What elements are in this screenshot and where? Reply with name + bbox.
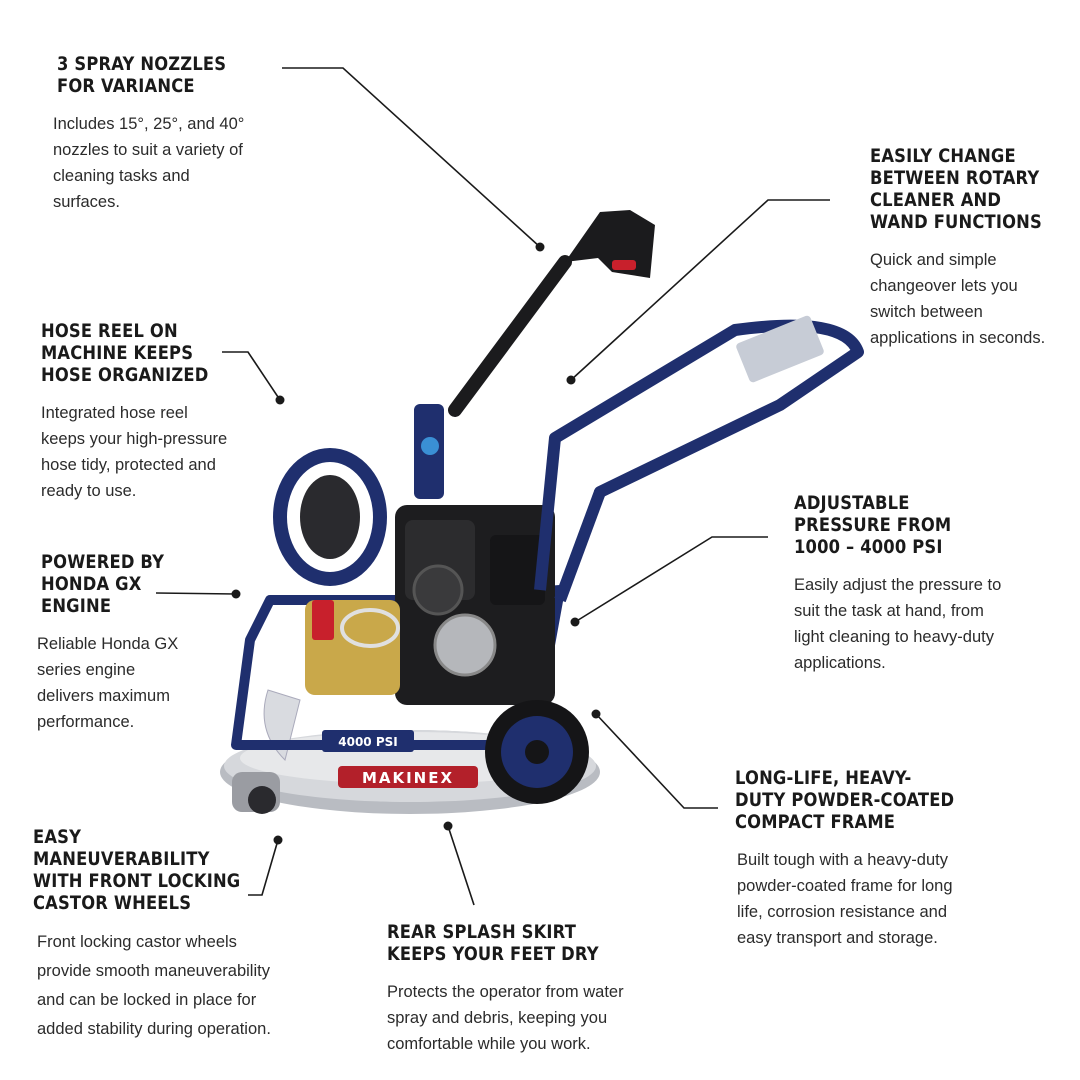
leader-dot-spray-nozzles <box>535 242 545 252</box>
leader-rotary-wand <box>570 199 830 381</box>
leader-castor-wheels <box>248 839 279 896</box>
leader-dot-honda-engine <box>231 589 241 599</box>
psi-plate <box>322 730 414 752</box>
leader-dot-adjustable-pressure <box>570 617 580 627</box>
handle-label <box>736 315 824 383</box>
callout-spray-nozzles: 3 SPRAY NOZZLES FOR VARIANCE Includes 15… <box>53 53 254 215</box>
rotary-wand-body: Quick and simple changeover lets you swi… <box>870 251 1046 347</box>
leader-honda-engine <box>155 592 237 595</box>
leader-dot-castor-wheels <box>273 835 283 845</box>
splash-skirt-body: Protects the operator from water spray a… <box>387 983 624 1053</box>
callout-rotary-wand: EASILY CHANGE BETWEEN ROTARY CLEANER AND… <box>870 145 1070 351</box>
leader-frame <box>595 713 718 809</box>
hose-reel-body: Integrated hose reel keeps your high-pre… <box>41 404 228 500</box>
honda-engine-body: Reliable Honda GX series engine delivers… <box>37 635 179 731</box>
callout-splash-skirt: REAR SPLASH SKIRT KEEPS YOUR FEET DRY Pr… <box>387 921 633 1057</box>
callout-hose-reel: HOSE REEL ON MACHINE KEEPS HOSE ORGANIZE… <box>41 320 236 504</box>
callout-honda-engine: POWERED BY HONDA GX ENGINE Reliable Hond… <box>37 551 184 735</box>
adjustable-pressure-heading: ADJUSTABLE PRESSURE FROM 1000 – 4000 PSI <box>794 492 952 558</box>
brand-plate <box>338 766 478 788</box>
adjustable-pressure-body: Easily adjust the pressure to suit the t… <box>794 576 1002 672</box>
leader-splash-skirt <box>447 825 475 906</box>
callout-castor-wheels: EASY MANEUVERABILITY WITH FRONT LOCKING … <box>33 826 274 1044</box>
brand-label: MAKINEX <box>362 769 454 787</box>
leader-dot-rotary-wand <box>566 375 576 385</box>
leader-adjustable-pressure <box>574 536 768 623</box>
frame-heading: LONG-LIFE, HEAVY- DUTY POWDER-COATED COM… <box>735 767 955 833</box>
leader-spray-nozzles <box>282 67 541 248</box>
splash-skirt-heading: REAR SPLASH SKIRT KEEPS YOUR FEET DRY <box>387 921 599 965</box>
psi-label: 4000 PSI <box>338 735 397 749</box>
spray-nozzles-heading: 3 SPRAY NOZZLES FOR VARIANCE <box>57 53 227 97</box>
spray-nozzles-body: Includes 15°, 25°, and 40° nozzles to su… <box>53 115 245 211</box>
frame-body: Built tough with a heavy-duty powder-coa… <box>737 851 953 947</box>
handle-bar <box>549 319 864 498</box>
spray-gun <box>565 210 655 278</box>
callout-adjustable-pressure: ADJUSTABLE PRESSURE FROM 1000 – 4000 PSI… <box>794 492 1001 676</box>
spray-wand <box>448 255 572 417</box>
rotary-wand-heading: EASILY CHANGE BETWEEN ROTARY CLEANER AND… <box>870 145 1042 233</box>
honda-engine-heading: POWERED BY HONDA GX ENGINE <box>41 551 165 617</box>
leader-dot-frame <box>591 709 601 719</box>
castor-wheels-heading: EASY MANEUVERABILITY WITH FRONT LOCKING … <box>33 826 241 914</box>
castor-wheels-body: Front locking castor wheels provide smoo… <box>37 933 271 1038</box>
callout-frame: LONG-LIFE, HEAVY- DUTY POWDER-COATED COM… <box>735 767 990 951</box>
hose-reel <box>273 448 387 586</box>
leader-hose-reel <box>222 351 281 401</box>
leader-dot-splash-skirt <box>443 821 453 831</box>
leader-dot-hose-reel <box>275 395 285 405</box>
hose-reel-heading: HOSE REEL ON MACHINE KEEPS HOSE ORGANIZE… <box>41 320 209 386</box>
